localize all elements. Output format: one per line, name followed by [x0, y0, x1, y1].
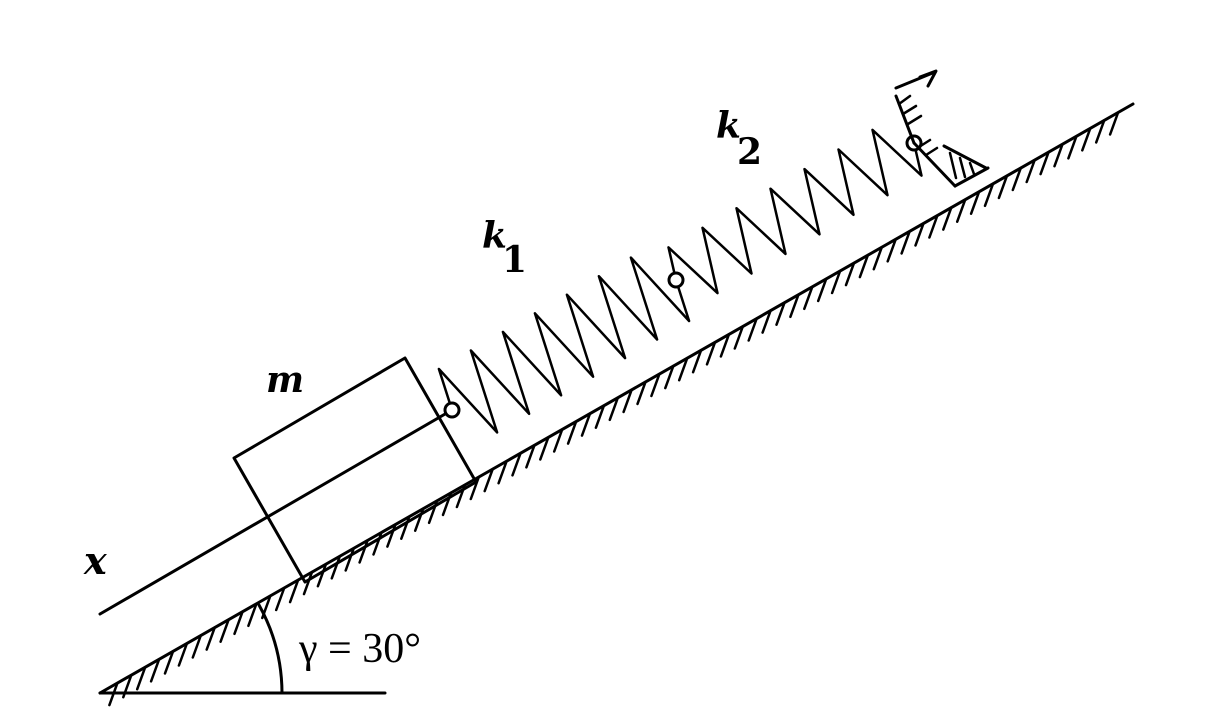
hatch-mark: [969, 190, 981, 215]
hatch-mark: [622, 388, 633, 414]
hatch-mark: [511, 452, 522, 477]
hatch-mark: [803, 285, 814, 311]
spring1-index: 1: [502, 239, 527, 281]
mass-block: [232, 356, 478, 584]
hatch-mark: [205, 626, 216, 651]
mass-label: m: [266, 359, 304, 401]
hatch-mark: [928, 214, 939, 239]
hatch-mark: [886, 238, 897, 263]
x-axis-line: [98, 408, 454, 616]
hatch-mark: [247, 602, 258, 628]
hatch-mark: [177, 642, 189, 667]
hatch-mark: [705, 341, 717, 366]
hatch-mark: [483, 467, 494, 493]
hatch-mark: [233, 610, 244, 636]
hatch-mark: [469, 475, 481, 501]
hatch-mark: [677, 356, 689, 382]
hatch-mark: [900, 230, 911, 255]
hatch-mark: [1108, 111, 1120, 136]
hatch-mark: [942, 206, 953, 231]
hatch-mark: [1067, 135, 1078, 160]
hatch-mark: [163, 650, 175, 675]
hatch-mark: [566, 420, 578, 445]
hatch-mark: [358, 539, 369, 564]
hatch-mark: [664, 364, 675, 390]
hatch-mark: [580, 412, 592, 437]
hatch-mark: [288, 578, 300, 604]
hatch-mark: [372, 531, 383, 556]
pin-spring1-spring2: [667, 271, 685, 289]
spring-k1: [437, 256, 691, 434]
hatch-mark: [274, 586, 286, 612]
hatch-mark: [858, 253, 870, 279]
hatch-mark: [149, 658, 161, 683]
hatch-mark: [955, 198, 967, 223]
hatch-mark: [539, 436, 550, 461]
axis-label: x: [83, 538, 108, 583]
spring2-label: k: [716, 105, 741, 147]
hatch-mark: [497, 459, 508, 485]
hatch-mark: [302, 570, 314, 596]
hatch-mark: [844, 261, 856, 287]
hatch-mark: [344, 547, 355, 572]
incline-hatching: [108, 111, 1120, 707]
hatch-mark: [219, 618, 230, 643]
hatch-mark: [191, 634, 203, 659]
hatch-mark: [914, 222, 925, 247]
hatch-mark: [719, 333, 731, 358]
hatch-mark: [997, 174, 1009, 200]
hatch-mark: [983, 182, 995, 208]
hatch-mark: [122, 673, 133, 699]
hatch-mark: [108, 681, 119, 707]
hatch-mark: [650, 372, 661, 398]
hatch-mark: [261, 594, 272, 620]
hatch-mark: [316, 562, 328, 588]
angle-label: γ = 30°: [298, 626, 421, 672]
hatch-mark: [1094, 119, 1106, 144]
hatch-mark: [552, 428, 564, 453]
hatch-mark: [789, 293, 800, 319]
hatch-mark: [1011, 166, 1023, 192]
hatch-mark: [816, 277, 828, 303]
pin-block-spring1: [443, 401, 461, 419]
hatch-mark: [594, 404, 606, 429]
hatch-mark: [733, 325, 745, 350]
spring1-label: k: [482, 215, 507, 257]
spring2-index: 2: [737, 131, 762, 173]
hatch-mark: [636, 380, 647, 406]
hatch-mark: [872, 245, 884, 271]
hatch-mark: [1053, 142, 1064, 168]
hatch-mark: [830, 269, 842, 295]
hatch-mark: [761, 309, 772, 334]
fixed-support: [894, 69, 990, 188]
hatch-mark: [135, 665, 147, 691]
hatch-mark: [330, 555, 342, 580]
hatch-mark: [525, 444, 536, 469]
hatch-mark: [1081, 127, 1092, 152]
hatch-mark: [1039, 150, 1050, 176]
hatch-mark: [608, 396, 620, 422]
hatch-mark: [775, 301, 786, 326]
spring-k2: [667, 128, 923, 295]
hatch-mark: [747, 317, 758, 342]
hatch-mark: [691, 348, 703, 374]
hatch-mark: [1025, 158, 1036, 184]
